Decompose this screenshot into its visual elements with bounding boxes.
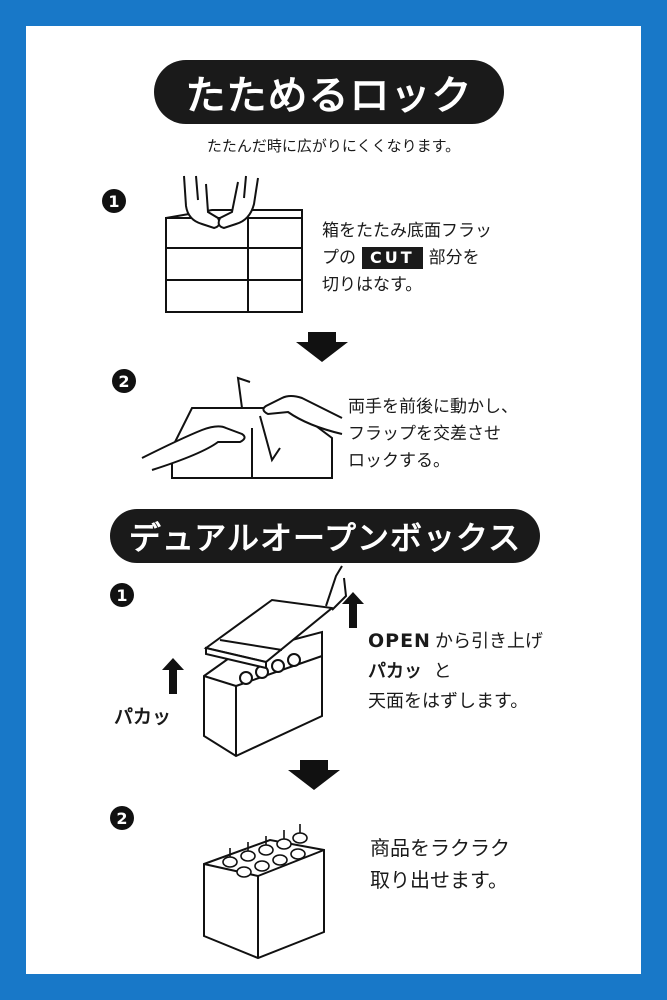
step-number-2: 2: [110, 806, 134, 830]
down-arrow-icon: [296, 332, 348, 362]
instruction-text: から引き上げ: [434, 631, 543, 652]
instruction-line: 切りはなす。: [322, 275, 423, 295]
cut-badge: CUT: [362, 247, 423, 269]
step2-remove-instruction: 商品をラクラク 取り出せます。: [370, 832, 510, 896]
up-arrow-icon: [162, 658, 184, 694]
up-arrow-icon: [342, 592, 364, 628]
folded-box-illustration: [165, 175, 303, 313]
instruction-line: 両手を前後に動かし、: [348, 397, 518, 417]
section-title-text: デュアルオープンボックス: [128, 519, 522, 557]
instruction-line: パカッ と: [368, 657, 543, 687]
instruction-text: 部分を: [428, 248, 480, 268]
open-box-bottles-illustration: [203, 824, 325, 960]
step-number-1: 1: [102, 189, 126, 213]
instruction-line: 箱をたたみ底面フラッ: [322, 221, 492, 241]
instruction-line: ロックする。: [348, 451, 450, 471]
instruction-line: フラップを交差させ: [348, 424, 501, 444]
instruction-text: プの: [322, 248, 356, 268]
flap-lock-illustration: [141, 376, 343, 479]
pop-keyword: パカッ: [368, 661, 422, 682]
section-subtitle: たたんだ時に広がりにくくなります。: [206, 137, 461, 155]
section-title-dual-open-box: デュアルオープンボックス: [110, 509, 540, 563]
instruction-line: 天面をはずします。: [368, 691, 529, 712]
step-number-2: 2: [112, 369, 136, 393]
instruction-panel: たためるロック たたんだ時に広がりにくくなります。 1 箱をたたみ底面フラッ プ…: [26, 26, 641, 974]
open-keyword: OPEN: [368, 630, 431, 652]
step-number-1: 1: [110, 583, 134, 607]
down-arrow-icon: [288, 760, 340, 790]
instruction-line: 商品をラクラク: [370, 836, 510, 860]
instruction-line: 取り出せます。: [370, 868, 508, 892]
instruction-text: と: [433, 661, 452, 682]
step2-instruction: 両手を前後に動かし、 フラップを交差させ ロックする。: [348, 394, 518, 475]
open-lid-illustration: [203, 565, 348, 758]
pop-sound-label: パカッ: [114, 706, 172, 728]
section-title-foldable-lock: たためるロック: [154, 60, 504, 124]
section-title-text: たためるロック: [185, 73, 473, 119]
